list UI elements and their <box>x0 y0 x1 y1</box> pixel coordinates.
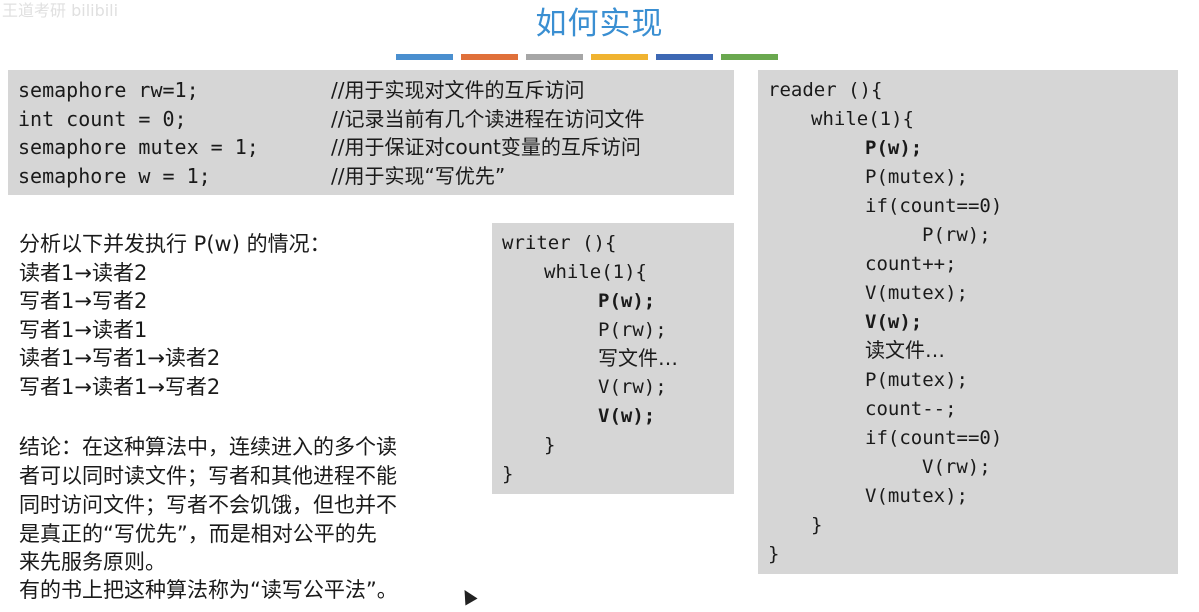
conclusion-line: 同时访问文件；写者不会饥饿，但也并不 <box>19 493 397 517</box>
code-line: 读文件… <box>865 338 945 362</box>
code-line: P(rw); <box>922 224 991 246</box>
code-line: P(mutex); <box>865 166 968 188</box>
conclusion-line: 是真正的“写优先”，而是相对公平的先 <box>19 522 377 546</box>
code-line: if(count==0) <box>865 427 1003 449</box>
code-line: } <box>502 463 514 485</box>
declarations-box: semaphore rw=1; //用于实现对文件的互斥访问 int count… <box>8 70 734 195</box>
analysis-heading: 分析以下并发执行 P(w) 的情况： <box>19 232 331 256</box>
code-line: } <box>768 543 780 565</box>
title-stripe <box>526 54 583 60</box>
decl-code: semaphore w = 1; <box>18 164 211 188</box>
code-line: P(w); <box>865 137 923 159</box>
decl-code: int count = 0; <box>18 107 187 131</box>
decl-comment: //用于实现“写优先” <box>331 164 506 188</box>
code-line: V(rw); <box>922 456 991 478</box>
mouse-cursor-icon <box>458 586 478 606</box>
decl-comment: //记录当前有几个读进程在访问文件 <box>331 107 645 131</box>
code-line: V(rw); <box>598 376 667 398</box>
code-line: while(1){ <box>811 108 914 130</box>
title-stripe <box>656 54 713 60</box>
code-line: P(mutex); <box>865 369 968 391</box>
title-stripe <box>461 54 518 60</box>
decl-code: semaphore mutex = 1; <box>18 135 259 159</box>
analysis-case: 读者1→读者2 <box>19 261 148 285</box>
conclusion-line: 结论：在这种算法中，连续进入的多个读 <box>19 435 397 459</box>
code-line: writer (){ <box>502 232 617 254</box>
analysis-case: 读者1→写者1→读者2 <box>19 346 221 370</box>
reader-code-box: reader (){ while(1){ P(w); P(mutex); if(… <box>758 70 1178 574</box>
code-line: P(rw); <box>598 319 667 341</box>
title-stripe <box>591 54 648 60</box>
code-line: reader (){ <box>768 79 883 101</box>
title-color-stripes <box>396 54 778 60</box>
analysis-case: 写者1→读者1→写者2 <box>19 375 221 399</box>
title-stripe <box>721 54 778 60</box>
code-line: count++; <box>865 253 957 275</box>
code-line: } <box>544 434 556 456</box>
conclusion-line: 有的书上把这种算法称为“读写公平法”。 <box>19 578 398 602</box>
watermark: 王道考研 bilibili <box>2 1 119 20</box>
decl-code: semaphore rw=1; <box>18 78 199 102</box>
analysis-case: 写者1→写者2 <box>19 289 148 313</box>
decl-comment: //用于保证对count变量的互斥访问 <box>331 135 641 159</box>
code-line: if(count==0) <box>865 195 1003 217</box>
decl-comment: //用于实现对文件的互斥访问 <box>331 78 585 102</box>
code-line: } <box>811 514 823 536</box>
analysis-case: 写者1→读者1 <box>19 318 148 342</box>
code-line: V(mutex); <box>865 282 968 304</box>
slide-title: 如何实现 <box>535 6 664 42</box>
writer-code-box: writer (){ while(1){ P(w); P(rw); 写文件… V… <box>492 223 734 494</box>
code-line: V(w); <box>598 405 656 427</box>
code-line: V(w); <box>865 311 923 333</box>
code-line: P(w); <box>598 290 656 312</box>
code-line: 写文件… <box>598 346 678 370</box>
conclusion-line: 者可以同时读文件；写者和其他进程不能 <box>19 464 397 488</box>
code-line: while(1){ <box>544 261 647 283</box>
code-line: count--; <box>865 398 957 420</box>
conclusion-line: 来先服务原则。 <box>19 550 166 574</box>
title-stripe <box>396 54 453 60</box>
code-line: V(mutex); <box>865 485 968 507</box>
